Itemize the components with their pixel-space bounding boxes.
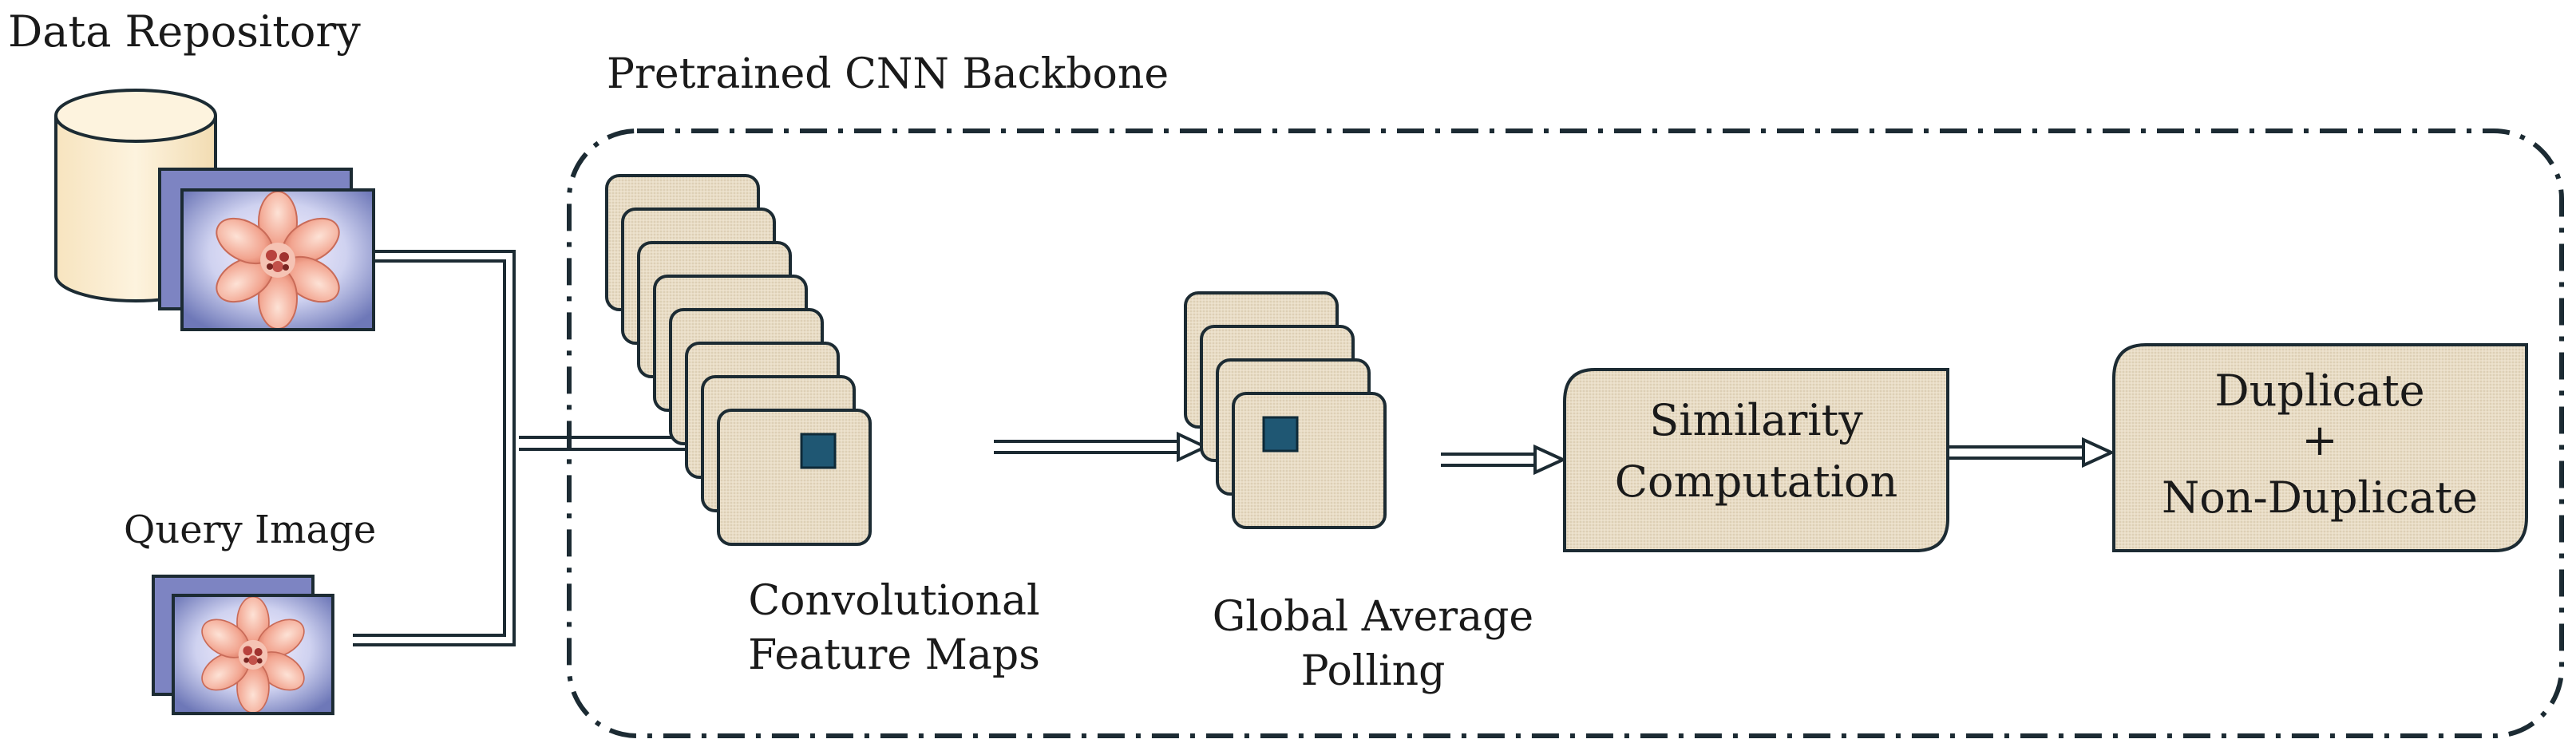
duplicate-output-box: Duplicate + Non-Duplicate <box>2112 343 2528 552</box>
query-image-label: Query Image <box>124 508 376 552</box>
gap-label-line2: Polling <box>1301 647 1446 695</box>
similarity-label-line1: Similarity <box>1649 395 1863 445</box>
conv-feature-maps <box>605 174 872 546</box>
gap-label-line1: Global Average <box>1213 593 1533 641</box>
gap-map-marker <box>1262 416 1299 453</box>
query-flower-photo-icon <box>172 593 334 716</box>
similarity-computation-box: Similarity Computation <box>1563 368 1949 552</box>
arrow-conv-to-gap <box>994 431 1209 463</box>
cnn-backbone-boundary <box>567 128 2564 738</box>
arrow-gap-to-similarity <box>1441 444 1567 476</box>
conv-label-line1: Convolutional <box>748 577 1039 625</box>
conv-feature-map-marker <box>800 433 837 469</box>
backbone-label: Pretrained CNN Backbone <box>607 50 1169 98</box>
output-label-non-duplicate: Non-Duplicate <box>2162 472 2478 523</box>
arrow-similarity-to-output <box>1948 437 2115 468</box>
data-repository-label: Data Repository <box>8 6 361 57</box>
conv-label-line2: Feature Maps <box>748 631 1040 679</box>
conv-feature-map-8 <box>717 409 872 546</box>
output-label-duplicate: Duplicate <box>2214 366 2424 416</box>
query-image-stack <box>152 575 334 716</box>
global-average-pooling-maps <box>1184 291 1387 529</box>
flower-photo-icon <box>180 188 375 331</box>
repository-image-stack <box>158 168 375 331</box>
gap-map-4 <box>1232 392 1387 529</box>
output-label-plus: + <box>2301 415 2337 465</box>
similarity-label-line2: Computation <box>1615 457 1898 507</box>
